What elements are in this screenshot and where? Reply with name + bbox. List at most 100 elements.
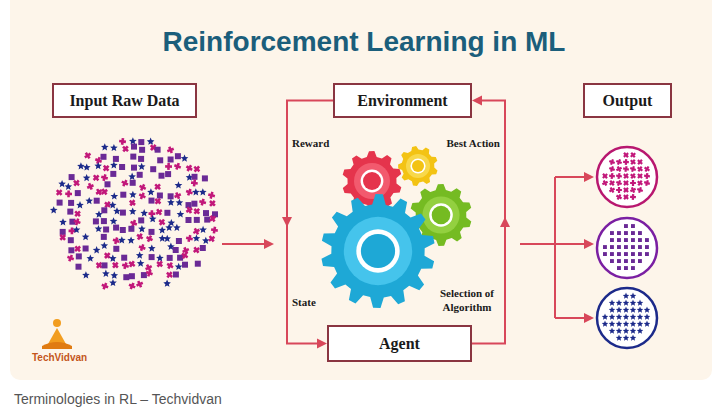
cross-symbol xyxy=(65,191,72,198)
figure-caption: Terminologies in RL – Techvidvan xyxy=(14,391,222,407)
square-symbol xyxy=(173,272,179,278)
star-symbol xyxy=(173,224,181,231)
arrowhead xyxy=(264,239,274,249)
cross-symbol xyxy=(112,262,119,269)
cross-symbol xyxy=(616,159,622,165)
square-symbol xyxy=(645,245,649,249)
cross-symbol xyxy=(609,159,615,165)
cross-symbol xyxy=(101,282,108,289)
logo-figure xyxy=(42,319,72,349)
star-symbol xyxy=(609,300,615,306)
square-symbol xyxy=(645,252,649,256)
square-symbol xyxy=(155,147,161,153)
cross-symbol xyxy=(630,180,636,186)
gear-ring xyxy=(422,196,459,233)
square-symbol xyxy=(138,156,144,162)
square-symbol xyxy=(128,226,134,232)
star-symbol xyxy=(95,225,103,232)
label-box: Agent xyxy=(327,325,472,362)
square-symbol xyxy=(631,238,635,242)
star-symbol xyxy=(192,188,200,195)
cross-symbol xyxy=(104,252,111,259)
star-symbol xyxy=(138,163,146,170)
star-symbol xyxy=(616,321,622,327)
square-symbol xyxy=(624,245,628,249)
square-symbol xyxy=(130,180,136,186)
square-symbol xyxy=(123,274,129,280)
cross-symbol xyxy=(623,194,629,200)
square-symbol xyxy=(638,238,642,242)
cross-symbol xyxy=(209,215,216,222)
arrowhead xyxy=(584,239,594,249)
arrowhead xyxy=(282,217,292,227)
square-symbol xyxy=(101,234,107,240)
star-symbol xyxy=(129,137,137,144)
box-label: Agent xyxy=(379,335,420,353)
logo-watermark: TechVidvan xyxy=(32,352,87,363)
cross-symbol xyxy=(644,180,650,186)
square-symbol xyxy=(645,238,649,242)
cross-symbol xyxy=(74,211,81,218)
star-symbol xyxy=(637,307,643,313)
cross-symbol xyxy=(211,227,218,234)
cross-symbol xyxy=(129,199,136,206)
star-symbol xyxy=(623,300,629,306)
square-symbol xyxy=(68,247,74,253)
flow-line xyxy=(520,177,586,318)
cross-symbol xyxy=(623,187,629,193)
square-symbol xyxy=(149,254,155,260)
cross-symbol xyxy=(609,180,615,186)
star-symbol xyxy=(110,161,118,168)
square-symbol xyxy=(149,198,155,204)
star-symbol xyxy=(138,225,146,232)
square-symbol xyxy=(610,231,614,235)
square-symbol xyxy=(191,201,197,207)
square-symbol xyxy=(610,259,614,263)
cross-symbol xyxy=(623,173,629,179)
square-symbol xyxy=(638,259,642,263)
cross-symbol xyxy=(113,237,120,244)
cross-symbol xyxy=(59,234,66,241)
arrowhead xyxy=(584,172,594,182)
square-symbol xyxy=(165,171,171,177)
star-symbol xyxy=(175,181,183,188)
star-symbol xyxy=(149,215,157,222)
star-symbol xyxy=(65,183,73,190)
cross-symbol xyxy=(154,198,161,205)
square-symbol xyxy=(113,156,119,162)
star-symbol xyxy=(113,207,121,214)
cross-symbol xyxy=(156,261,163,268)
box-label: Output xyxy=(603,92,653,110)
square-symbol xyxy=(138,139,144,145)
star-symbol xyxy=(623,314,629,320)
cross-symbol xyxy=(630,194,636,200)
square-symbol xyxy=(182,262,188,268)
star-symbol xyxy=(94,162,102,169)
square-symbol xyxy=(103,227,109,233)
square-symbol xyxy=(120,192,126,198)
square-symbol xyxy=(164,210,170,216)
cross-symbol xyxy=(186,207,193,214)
square-symbol xyxy=(631,266,635,270)
cross-symbol xyxy=(193,208,200,215)
star-symbol xyxy=(59,218,67,225)
square-symbol xyxy=(638,245,642,249)
square-symbol xyxy=(194,217,200,223)
cross-symbol xyxy=(609,187,615,193)
square-symbol xyxy=(101,218,107,224)
star-symbol xyxy=(176,199,184,206)
star-symbol xyxy=(630,314,636,320)
cross-symbol xyxy=(637,187,643,193)
star-symbol xyxy=(637,321,643,327)
cross-symbol xyxy=(623,180,629,186)
cross-symbol xyxy=(130,220,137,227)
cross-symbol xyxy=(74,245,81,252)
square-symbol xyxy=(200,245,206,251)
star-symbol xyxy=(609,321,615,327)
cross-symbol xyxy=(96,188,103,195)
star-symbol xyxy=(609,307,615,313)
square-symbol xyxy=(168,193,174,199)
cross-symbol xyxy=(174,163,181,170)
cross-symbol xyxy=(193,166,200,173)
